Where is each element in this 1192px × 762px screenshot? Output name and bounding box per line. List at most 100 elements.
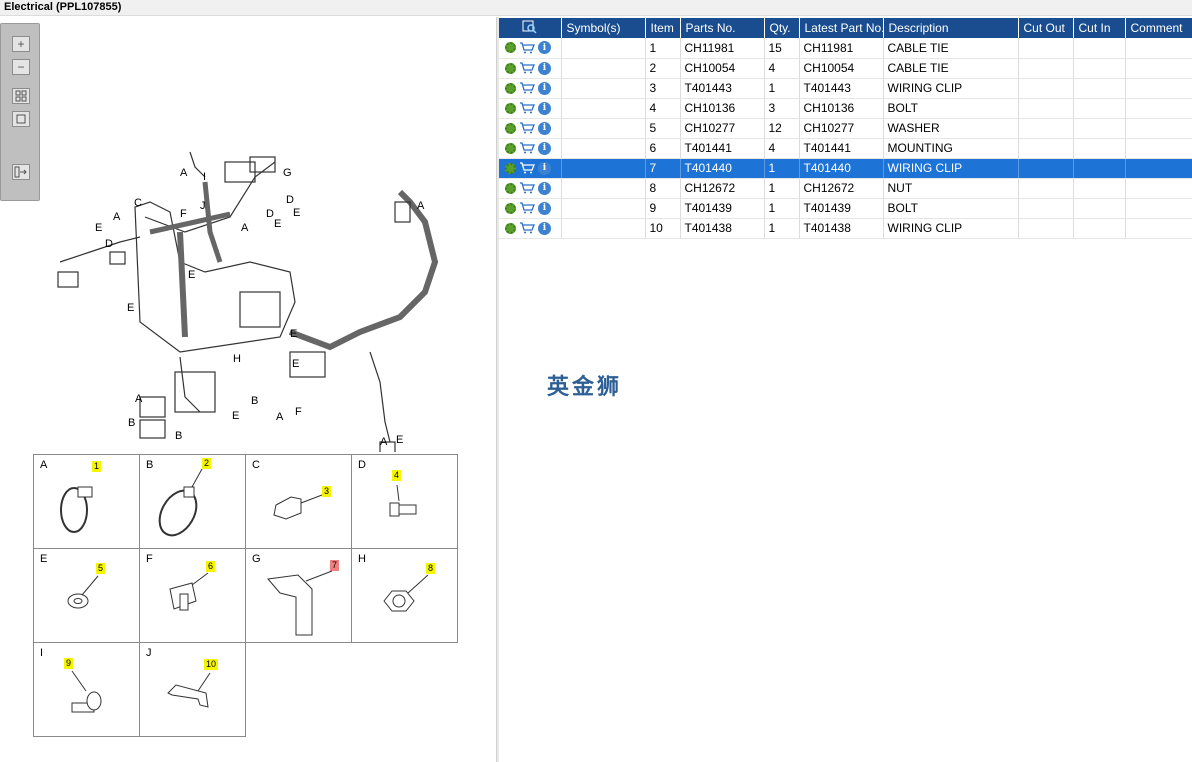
info-icon[interactable]: i: [538, 181, 551, 195]
gear-icon[interactable]: [505, 222, 516, 234]
column-header-parts-no[interactable]: Parts No.: [680, 18, 765, 38]
search-icon[interactable]: [522, 20, 538, 34]
callout-cell-j[interactable]: J 10: [139, 642, 246, 737]
cell-symbols: [561, 78, 646, 99]
callout-cell-h[interactable]: H 8: [351, 548, 458, 643]
cart-icon[interactable]: [519, 162, 535, 174]
info-icon[interactable]: i: [538, 161, 551, 175]
gear-icon[interactable]: [505, 62, 516, 74]
zoom-out-icon[interactable]: −: [12, 59, 30, 75]
diagram-pane[interactable]: + −: [0, 17, 496, 762]
cell-description: NUT: [883, 178, 1019, 199]
callout-cell-e[interactable]: E 5: [33, 548, 140, 643]
callout-number[interactable]: 1: [92, 461, 102, 472]
gear-icon[interactable]: [505, 162, 516, 174]
callout-number[interactable]: 6: [206, 561, 216, 572]
cart-icon[interactable]: [519, 62, 535, 74]
column-header-item[interactable]: Item: [645, 18, 681, 38]
gear-icon[interactable]: [505, 42, 516, 54]
callout-cell-b[interactable]: B 2: [139, 454, 246, 549]
cell-symbols: [561, 38, 646, 59]
search-column-header[interactable]: [499, 18, 562, 38]
svg-text:A: A: [417, 200, 425, 212]
cell-comment: [1125, 38, 1192, 59]
info-icon[interactable]: i: [538, 141, 551, 155]
callout-cell-g[interactable]: G 7: [245, 548, 352, 643]
info-icon[interactable]: i: [538, 121, 551, 135]
callout-number[interactable]: 10: [204, 659, 219, 670]
info-icon[interactable]: i: [538, 61, 551, 75]
cart-icon[interactable]: [519, 222, 535, 234]
cell-comment: [1125, 138, 1192, 159]
cart-icon[interactable]: [519, 182, 535, 194]
column-header-description[interactable]: Description: [883, 18, 1019, 38]
callout-number[interactable]: 3: [322, 486, 332, 497]
gear-icon[interactable]: [505, 102, 516, 114]
callout-cell-d[interactable]: D 4: [351, 454, 458, 549]
svg-text:J: J: [200, 200, 206, 212]
column-header-latest-part-no[interactable]: Latest Part No.: [799, 18, 884, 38]
cell-latest-part-no: T401439: [799, 198, 884, 219]
callout-cell-f[interactable]: F 6: [139, 548, 246, 643]
cell-cut-in: [1073, 58, 1126, 79]
gear-icon[interactable]: [505, 182, 516, 194]
fit-window-icon[interactable]: [12, 111, 30, 127]
column-header-qty[interactable]: Qty.: [764, 18, 800, 38]
info-icon[interactable]: i: [538, 221, 551, 235]
cell-description: BOLT: [883, 98, 1019, 119]
callout-number[interactable]: 7: [330, 560, 340, 571]
pane-splitter[interactable]: [496, 17, 499, 762]
svg-text:H: H: [233, 353, 241, 365]
cart-icon[interactable]: [519, 42, 535, 54]
callout-number[interactable]: 8: [426, 563, 436, 574]
export-icon[interactable]: [12, 164, 30, 180]
gear-icon[interactable]: [505, 142, 516, 154]
info-icon[interactable]: i: [538, 201, 551, 215]
callout-number[interactable]: 4: [392, 470, 402, 481]
cell-cut-out: [1018, 58, 1074, 79]
cart-icon[interactable]: [519, 82, 535, 94]
wiring-clip-icon: [167, 672, 211, 708]
gear-icon[interactable]: [505, 202, 516, 214]
parts-table: Symbol(s) Item Parts No. Qty. Latest Par…: [499, 18, 1192, 239]
cell-parts-no: CH12672: [680, 178, 765, 199]
cell-comment: [1125, 58, 1192, 79]
callout-number[interactable]: 9: [64, 658, 74, 669]
callout-number[interactable]: 5: [96, 563, 106, 574]
callout-letter: G: [252, 553, 261, 565]
column-header-comment[interactable]: Comment: [1125, 18, 1192, 38]
cell-cut-out: [1018, 38, 1074, 59]
callout-cell-i[interactable]: I 9: [33, 642, 140, 737]
cart-icon[interactable]: [519, 122, 535, 134]
info-icon[interactable]: i: [538, 101, 551, 115]
cart-icon[interactable]: [519, 142, 535, 154]
info-icon[interactable]: i: [538, 81, 551, 95]
column-header-cut-out[interactable]: Cut Out: [1018, 18, 1074, 38]
zoom-in-icon[interactable]: +: [12, 36, 30, 52]
info-icon[interactable]: i: [538, 41, 551, 55]
gear-icon[interactable]: [505, 82, 516, 94]
column-header-symbols[interactable]: Symbol(s): [561, 18, 646, 38]
cart-icon[interactable]: [519, 202, 535, 214]
gear-icon[interactable]: [505, 122, 516, 134]
row-action-icons: i: [499, 218, 562, 239]
callout-cell-a[interactable]: A 1: [33, 454, 140, 549]
fit-all-icon[interactable]: [12, 88, 30, 104]
callout-cell-c[interactable]: C 3: [245, 454, 352, 549]
cart-icon[interactable]: [519, 102, 535, 114]
callout-number[interactable]: 2: [202, 458, 212, 469]
row-action-icons: i: [499, 138, 562, 159]
column-header-cut-in[interactable]: Cut In: [1073, 18, 1126, 38]
cell-cut-in: [1073, 118, 1126, 139]
